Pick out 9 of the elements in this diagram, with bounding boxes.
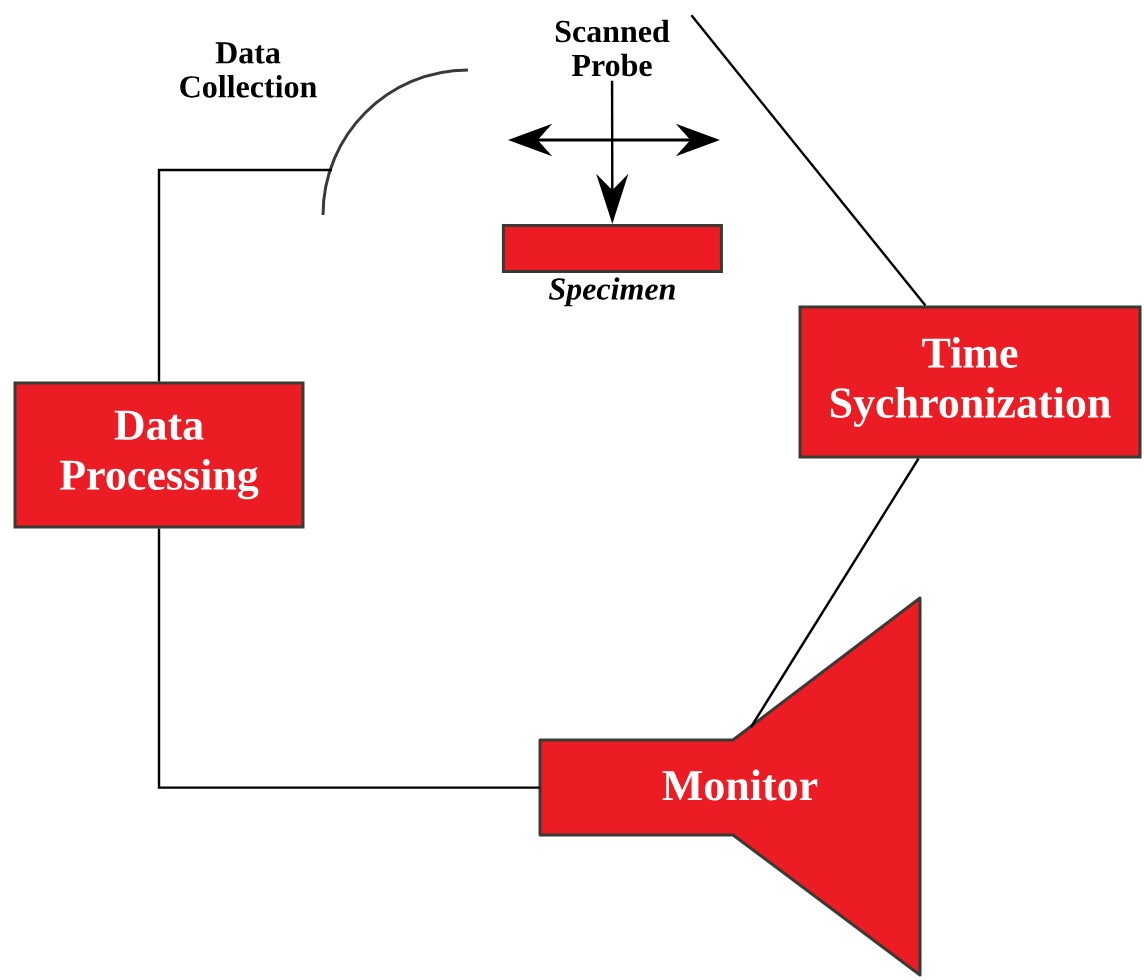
process-box: Time Sychronization: [798, 305, 1142, 459]
connector-line: [157, 168, 332, 382]
detector-label: Data Collection: [180, 42, 317, 98]
process-box: Data Processing: [13, 381, 305, 529]
specimen-label: Specimen: [549, 277, 675, 307]
connector-line: [690, 14, 927, 307]
probe-label: Scanned Probe: [555, 19, 670, 77]
connector-line: [750, 457, 920, 728]
connector-line: [157, 528, 540, 789]
